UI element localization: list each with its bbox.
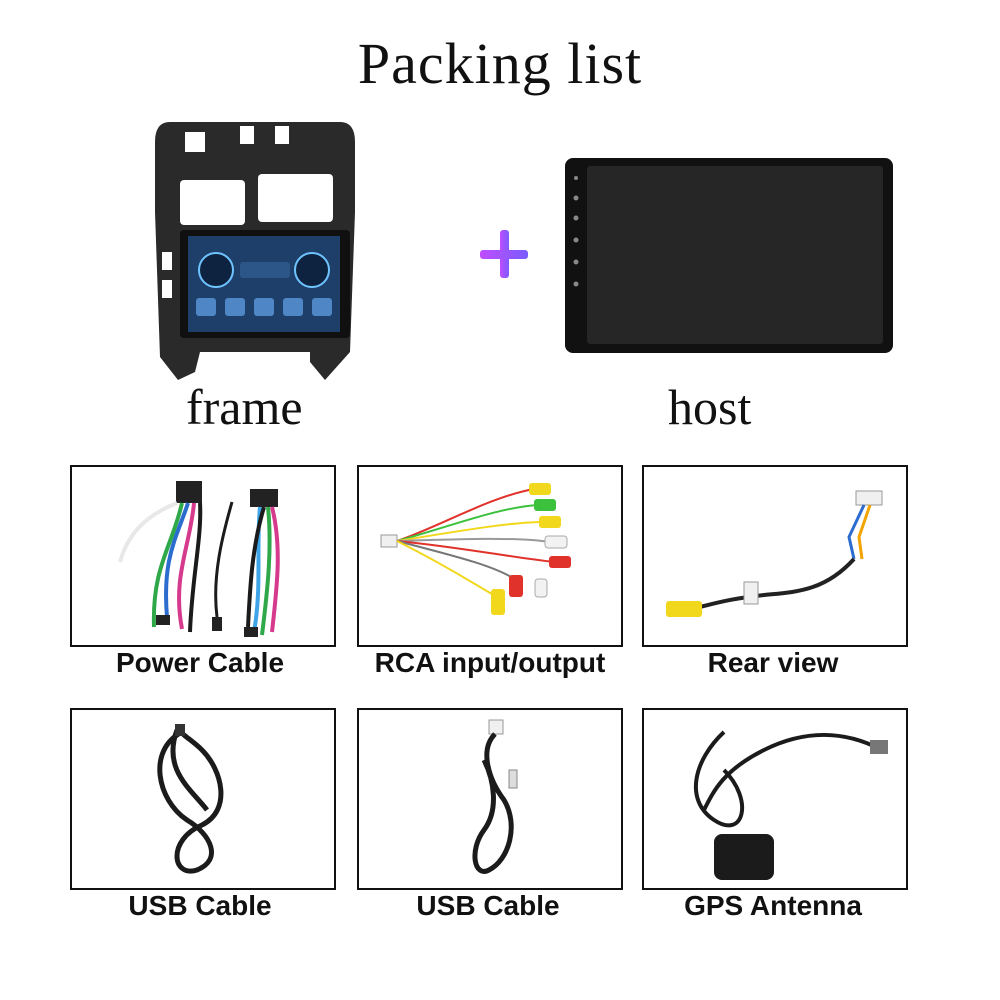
- usb-cable-image-1: [157, 724, 224, 874]
- usb-cable-label-1: USB Cable: [128, 890, 272, 921]
- frame-label: frame: [186, 379, 303, 435]
- rear-view-box: [642, 465, 908, 647]
- frame-image: [150, 112, 360, 382]
- power-cable-image: [118, 481, 280, 637]
- plus-icon: [478, 228, 530, 280]
- rca-label: RCA input/output: [374, 647, 606, 678]
- power-cable-box: [70, 465, 336, 647]
- gps-antenna-image: [694, 730, 888, 880]
- rear-view-image: [666, 490, 883, 617]
- usb-cable-box-1: [70, 708, 336, 890]
- host-label: host: [668, 379, 752, 435]
- usb-cable-label-2: USB Cable: [416, 890, 560, 921]
- rca-image: [380, 483, 571, 615]
- rca-box: [357, 465, 623, 647]
- power-cable-label: Power Cable: [115, 647, 285, 678]
- gps-antenna-box: [642, 708, 908, 890]
- rear-view-label: Rear view: [707, 647, 839, 678]
- gps-antenna-label: GPS Antenna: [684, 890, 862, 921]
- page-title: Packing list: [357, 31, 643, 96]
- host-image: [565, 158, 893, 353]
- usb-cable-image-2: [472, 719, 518, 874]
- usb-cable-box-2: [357, 708, 623, 890]
